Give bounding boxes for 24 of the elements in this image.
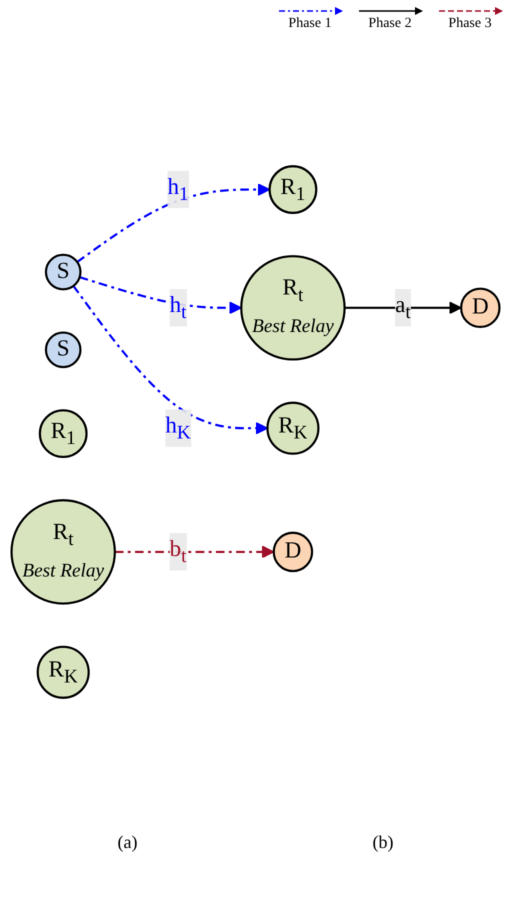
node-circle: R$_{1}$ [38,409,88,458]
legend-label: Phase 3 [448,16,492,32]
arrow [76,183,270,263]
legend-label: Phase 2 [368,16,412,32]
arrow [72,285,268,435]
node-circle: R$_{K}$ [266,402,320,455]
edge-label: h$_{1}$ [167,175,189,204]
edge-label: b$_{t}$ [170,537,186,566]
edge-label: h$_{t}$ [170,293,186,322]
arrow [114,546,274,558]
legend-label: Phase 1 [288,16,332,32]
node-circle: R$_{1}$ [268,165,318,214]
panel-caption: (b) [372,832,394,853]
node-circle: D [272,532,314,572]
node-circle: R$_{K}$ [36,646,90,699]
node-circle: D [460,288,501,328]
node-circle: R$_{t}$ Best Relay [240,255,346,361]
arrow [79,276,242,314]
node-circle: S [44,331,82,368]
edge-label: a$_{t}$ [395,293,411,322]
node-circle: S [44,254,82,290]
panel-caption: (a) [118,832,138,853]
edge-label: h$_{K}$ [165,414,191,443]
node-circle: R$_{t}$ Best Relay [10,499,116,605]
